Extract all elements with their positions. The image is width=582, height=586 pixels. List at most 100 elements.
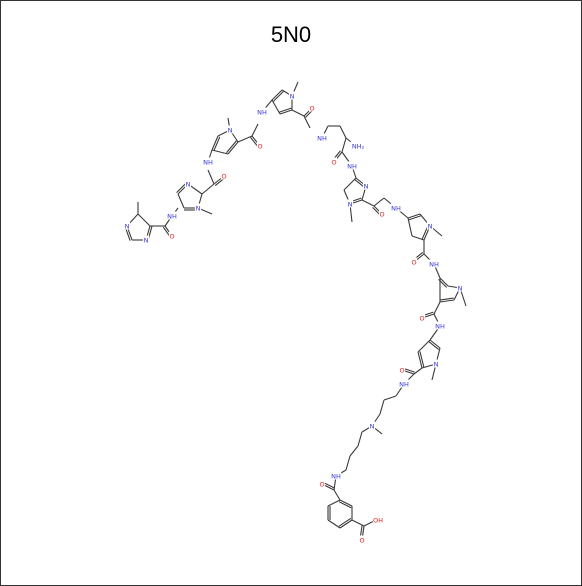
bond [226, 140, 237, 154]
atom-label: N [184, 179, 192, 188]
atom-label: O [378, 209, 386, 218]
atom-label: O [256, 141, 264, 150]
bond [407, 213, 421, 219]
bond [439, 299, 455, 303]
bond [213, 136, 221, 152]
bond [227, 141, 239, 155]
svg-text:N: N [348, 200, 353, 208]
bond [341, 137, 347, 153]
atom-label: N [368, 421, 376, 430]
svg-text:N: N [125, 222, 130, 230]
bond [327, 499, 341, 507]
atom-label: O [168, 231, 176, 240]
svg-text:NH: NH [203, 158, 213, 166]
svg-text:O: O [257, 142, 262, 150]
atom-label: NH [166, 211, 178, 220]
bond [339, 125, 347, 139]
svg-text:O: O [331, 158, 336, 166]
bond [429, 339, 441, 349]
atom-label: N [362, 181, 370, 190]
bond [373, 197, 385, 207]
atom-label: N [123, 221, 131, 230]
svg-text:N: N [458, 284, 463, 292]
atom-label: NH [316, 133, 328, 142]
svg-text:N: N [290, 92, 295, 100]
svg-text:N: N [428, 222, 433, 230]
bond [407, 217, 413, 237]
atom-label: NH [202, 157, 214, 166]
bond [428, 341, 440, 350]
atom-label: NH [390, 203, 402, 212]
svg-text:O: O [169, 232, 174, 240]
bond [338, 501, 352, 509]
svg-text:N: N [186, 180, 191, 188]
svg-text:NH: NH [331, 472, 341, 480]
atom-label: N [288, 91, 296, 100]
bond [271, 99, 281, 115]
svg-text:OH: OH [373, 516, 383, 524]
bond [411, 235, 425, 241]
bond [271, 89, 283, 101]
atom-label: O [318, 479, 326, 488]
svg-text:O: O [309, 104, 314, 112]
svg-text:N: N [364, 182, 369, 190]
atom-label: O [410, 257, 418, 266]
svg-text:O: O [411, 258, 416, 266]
svg-text:NH: NH [317, 134, 327, 142]
atom-label: NH [256, 107, 268, 116]
bond [333, 489, 341, 501]
svg-text:O: O [319, 480, 324, 488]
atom-label: N [194, 203, 202, 212]
bond [379, 399, 385, 415]
bond [177, 193, 185, 209]
bond [439, 277, 449, 287]
svg-text:NH: NH [347, 162, 357, 170]
svg-text:O: O [379, 210, 384, 218]
atom-label: NH [398, 379, 410, 388]
svg-text:O: O [419, 314, 424, 322]
bond [338, 517, 352, 527]
atom-label: NH [330, 471, 342, 480]
bond [237, 135, 253, 143]
atom-label: N [346, 199, 354, 208]
atom-label: N [142, 235, 150, 244]
bond [351, 519, 365, 527]
bond [433, 301, 441, 315]
bond [417, 339, 431, 353]
bond [303, 115, 311, 129]
svg-text:N: N [228, 126, 233, 134]
bond [279, 107, 292, 113]
atom-label: OH [372, 515, 384, 524]
bond [339, 499, 353, 507]
bond [357, 431, 363, 447]
atom-label: N [426, 221, 434, 230]
bond [349, 445, 359, 457]
bond [251, 123, 259, 137]
svg-text:NH: NH [429, 260, 439, 268]
atom-label: O [358, 535, 366, 544]
atom-label: N [226, 125, 234, 134]
svg-text:N: N [434, 360, 439, 368]
svg-text:O: O [359, 536, 364, 544]
bond [383, 395, 397, 401]
svg-text:N: N [144, 236, 149, 244]
bond [273, 91, 284, 102]
bond [201, 183, 215, 195]
bond [343, 177, 357, 191]
bond [327, 519, 341, 529]
bond [361, 199, 375, 207]
molecule-title: 5N0 [270, 22, 312, 47]
svg-text:O: O [221, 172, 226, 180]
svg-text:N: N [370, 422, 375, 430]
svg-text:NH: NH [167, 212, 177, 220]
bond [279, 109, 293, 115]
svg-text:NH: NH [391, 204, 401, 212]
bond [291, 109, 305, 117]
svg-text:NH₂: NH₂ [352, 142, 365, 150]
svg-text:NH: NH [399, 380, 409, 388]
atom-label: O [398, 365, 406, 374]
bond [413, 367, 423, 375]
atom-label: N [432, 359, 440, 368]
bond [137, 213, 151, 227]
bond [207, 169, 215, 185]
